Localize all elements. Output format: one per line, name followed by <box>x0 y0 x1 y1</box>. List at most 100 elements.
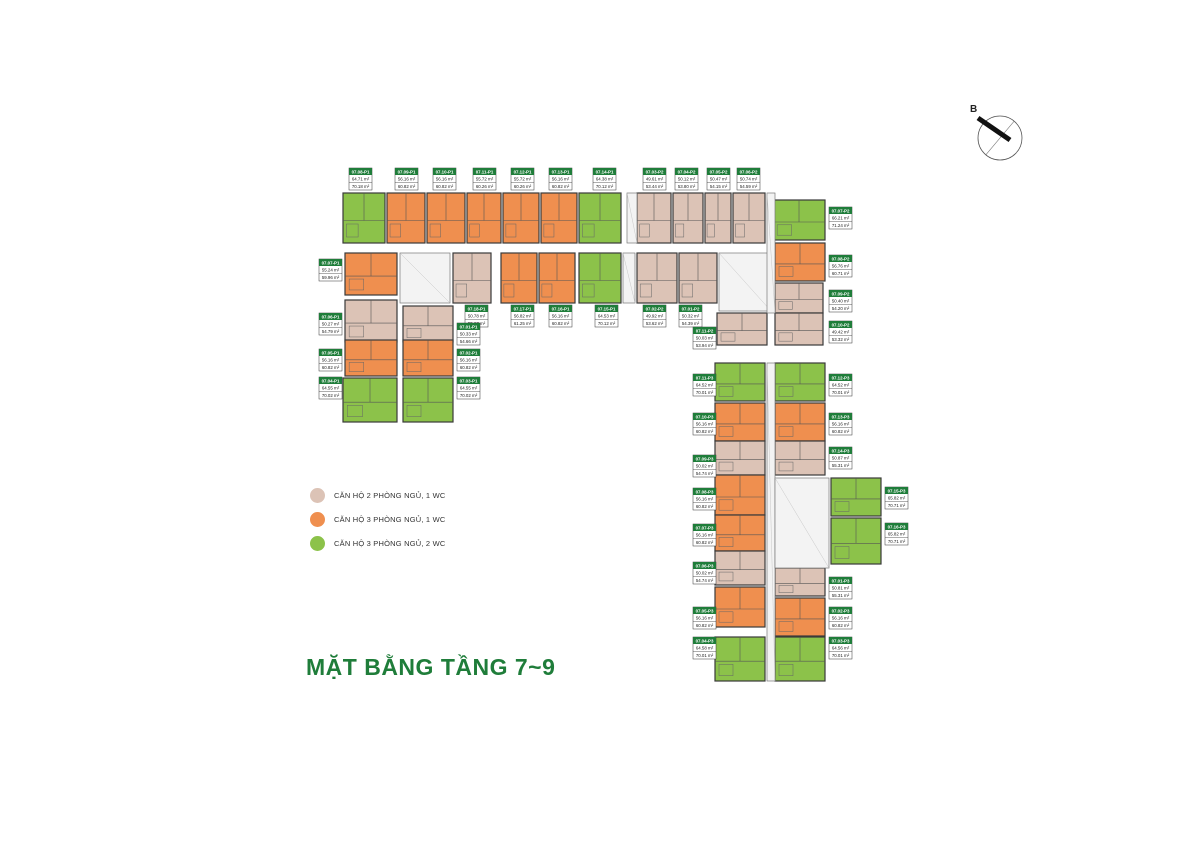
unit-area1: 56.16 m² <box>696 422 714 427</box>
unit-area1: 49.92 m² <box>646 314 664 319</box>
unit-area1: 64.55 m² <box>322 386 340 391</box>
unit-area1: 50.32 m² <box>682 314 700 319</box>
unit-area2: 53.32 m² <box>832 337 850 342</box>
unit-area2: 54.66 m² <box>460 339 478 344</box>
apartment-07.04-P3 <box>714 636 766 682</box>
unit-area1: 56.16 m² <box>832 422 850 427</box>
unit-area2: 60.82 m² <box>552 184 570 189</box>
unit-area1: 50.02 m² <box>696 464 714 469</box>
apartment-07.10-P1 <box>426 192 466 244</box>
unit-code: 07.09-P3 <box>696 457 714 462</box>
unit-code: 07.06-P3 <box>696 564 714 569</box>
unit-code: 07.08-P3 <box>696 490 714 495</box>
unit-area2: 54.59 m² <box>740 184 758 189</box>
legend-swatch <box>310 487 325 503</box>
unit-area1: 50.40 m² <box>832 299 850 304</box>
unit-tag: 07.09-P3 50.02 m² 54.74 m² <box>692 454 717 478</box>
unit-code: 07.12-P3 <box>832 376 850 381</box>
unit-area2: 55.31 m² <box>832 463 850 468</box>
service-cores <box>399 192 830 682</box>
unit-area2: 70.01 m² <box>696 653 714 658</box>
unit-area2: 70.71 m² <box>888 503 906 508</box>
unit-code: 07.09-P2 <box>832 292 850 297</box>
unit-area1: 64.58 m² <box>696 646 714 651</box>
apartment-07.05-P1 <box>344 339 398 377</box>
unit-area2: 60.82 m² <box>398 184 416 189</box>
apartment-07.04-P1 <box>342 377 398 423</box>
apartment-07.01-P2 <box>678 252 718 304</box>
unit-area2: 60.82 m² <box>832 623 850 628</box>
apartment-07.06-P2 <box>732 192 766 244</box>
apartment-07.08-P2 <box>774 242 826 282</box>
unit-area2: 54.79 m² <box>322 329 340 334</box>
unit-area1: 49.42 m² <box>832 330 850 335</box>
apartment-07.02-P1 <box>402 339 454 377</box>
unit-area2: 70.01 m² <box>696 390 714 395</box>
unit-area2: 60.82 m² <box>696 540 714 545</box>
unit-code: 07.02-P2 <box>646 307 664 312</box>
unit-area2: 54.74 m² <box>696 471 714 476</box>
unit-area1: 64.52 m² <box>832 383 850 388</box>
apartment-07.07-P3 <box>714 514 766 552</box>
apartment-07.04-P2 <box>672 192 704 244</box>
unit-area1: 56.16 m² <box>398 177 416 182</box>
unit-area1: 50.78 m² <box>468 314 486 319</box>
apartment-07.07-P1 <box>344 252 398 296</box>
unit-area1: 64.52 m² <box>696 383 714 388</box>
unit-area1: 50.03 m² <box>696 336 714 341</box>
unit-area1: 56.16 m² <box>322 358 340 363</box>
unit-area1: 64.71 m² <box>352 177 370 182</box>
unit-area2: 60.82 m² <box>832 429 850 434</box>
unit-code: 07.04-P1 <box>322 379 340 384</box>
service-core <box>766 192 776 314</box>
unit-area2: 60.26 m² <box>514 184 532 189</box>
legend-item-three-bed-two-wc: CĂN HỘ 3 PHÒNG NGỦ, 2 WC <box>310 532 445 554</box>
apartment-07.02-P3 <box>774 597 826 637</box>
unit-code: 07.07-P1 <box>322 261 340 266</box>
unit-code: 07.01-P3 <box>832 579 850 584</box>
unit-area2: 70.71 m² <box>888 539 906 544</box>
unit-code: 07.11-P1 <box>476 170 494 175</box>
unit-code: 07.10-P1 <box>436 170 454 175</box>
unit-code: 07.04-P3 <box>696 639 714 644</box>
unit-area1: 56.16 m² <box>436 177 454 182</box>
unit-area1: 65.82 m² <box>888 496 906 501</box>
page-title: MẶT BẰNG TẦNG 7~9 <box>306 654 556 680</box>
apartment-07.12-P3 <box>774 362 826 402</box>
unit-code: 07.05-P2 <box>710 170 728 175</box>
unit-code: 07.07-P3 <box>696 526 714 531</box>
apartment-07.15-P3 <box>830 477 882 517</box>
apartment-07.08-P3 <box>714 474 766 516</box>
unit-area1: 56.16 m² <box>832 616 850 621</box>
unit-area2: 60.82 m² <box>696 623 714 628</box>
unit-code: 07.08-P2 <box>832 257 850 262</box>
unit-area1: 65.82 m² <box>888 532 906 537</box>
unit-area1: 50.81 m² <box>832 586 850 591</box>
north-arrow-icon <box>976 115 1023 161</box>
unit-area2: 70.02 m² <box>460 393 478 398</box>
unit-area2: 55.31 m² <box>832 593 850 598</box>
compass-letter: B <box>970 104 978 115</box>
apartment-07.08-P1 <box>342 192 386 244</box>
service-core <box>718 252 772 312</box>
unit-code: 07.03-P3 <box>832 639 850 644</box>
unit-code: 07.13-P3 <box>832 415 850 420</box>
unit-code: 07.01-P2 <box>682 307 700 312</box>
